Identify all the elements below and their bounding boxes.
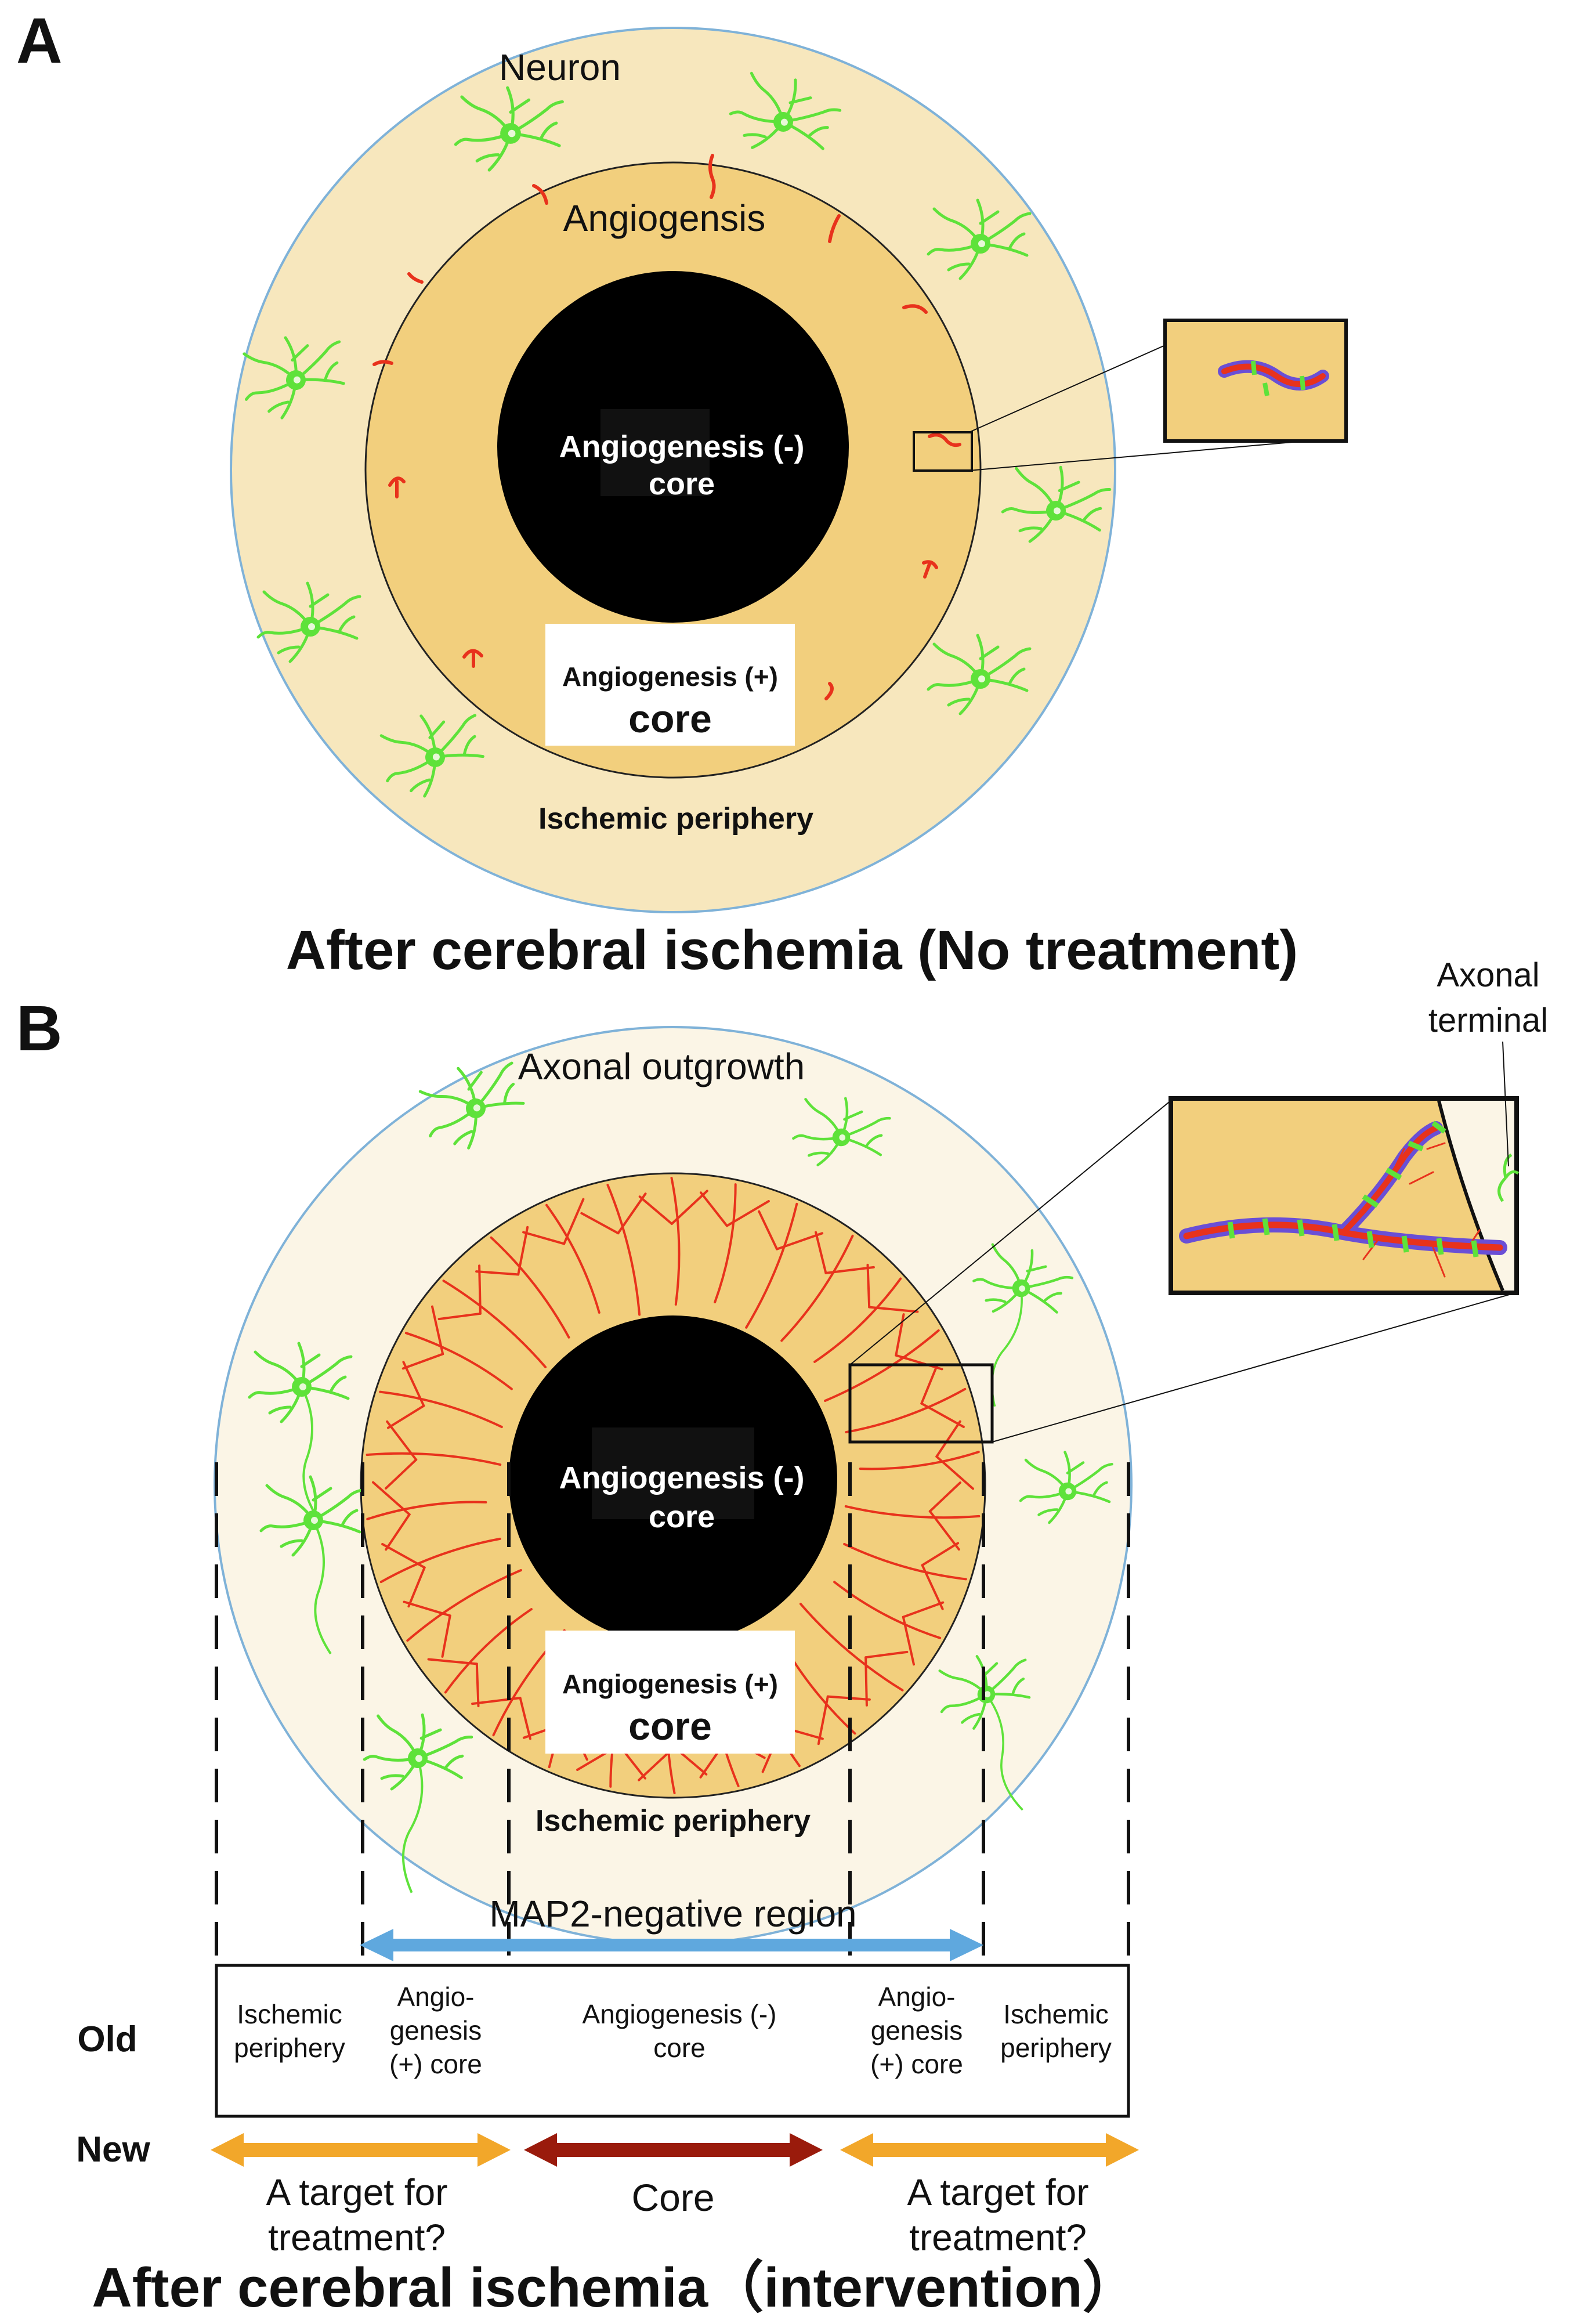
inset-branching-vessel <box>1179 1121 1507 1278</box>
inset-connector-bottom-a <box>968 440 1306 471</box>
inset-connector-bottom-b <box>992 1292 1516 1443</box>
old-table-cell-text: core <box>653 2033 705 2063</box>
neuron-icon <box>454 86 564 172</box>
inset-endfeet-b <box>1227 1121 1479 1257</box>
inset-source-box-b <box>848 1363 994 1444</box>
old-table-cell-text: Angio- <box>878 1982 956 2012</box>
neuron-icon <box>243 336 345 420</box>
new-left-label-1: A target for <box>266 2171 447 2213</box>
neuron-icon <box>927 634 1032 715</box>
neuron-icon <box>1019 1451 1113 1524</box>
axonal-outgrowth-label: Axonal outgrowth <box>518 1046 805 1087</box>
axonal-terminal-label-1: Axonal <box>1437 956 1539 994</box>
inset-source-box-a <box>913 431 973 472</box>
inset-connector-top-b <box>849 1099 1173 1365</box>
neuron-icon <box>256 581 361 663</box>
core-label-backdrop-b <box>592 1427 754 1519</box>
old-table-cell-text: Ischemic <box>1003 1999 1108 2029</box>
neuron-icon <box>729 71 842 150</box>
panel-a: A N <box>16 5 1348 981</box>
neuron-icon <box>927 198 1032 280</box>
dense-vessels <box>366 1177 981 1794</box>
axonal-terminal-pointer <box>1502 1041 1509 1167</box>
old-table-cell-text: genesis <box>390 2015 482 2045</box>
axonal-terminal-label-2: terminal <box>1428 1002 1548 1039</box>
new-right-label-1: A target for <box>907 2171 1088 2213</box>
inset-boundary <box>1437 1100 1504 1292</box>
neuron-label: Neuron <box>499 46 621 88</box>
neuron-icon <box>363 1713 473 1893</box>
plus-label-a-2: core <box>628 697 712 741</box>
map2-arrow <box>360 1929 983 1961</box>
panel-b: B <box>16 956 1548 2319</box>
old-table-cell-text: Angio- <box>397 1982 475 2012</box>
plus-label-box-b <box>545 1631 795 1754</box>
core-label-backdrop-a <box>600 409 710 496</box>
old-table-cell-text: (+) core <box>870 2049 963 2079</box>
old-table-cell-text: genesis <box>871 2015 963 2045</box>
caption-b: After cerebral ischemia（intervention） <box>92 2257 1138 2319</box>
plus-label-a-1: Angiogenesis (+) <box>562 662 778 692</box>
endfeet-a <box>1251 360 1305 396</box>
old-classification-table <box>215 1964 1130 2118</box>
neuron-icon <box>379 714 484 798</box>
inset-connector-top-a <box>968 345 1166 433</box>
vessel-a <box>1221 363 1326 387</box>
map2-label: MAP2-negative region <box>489 1893 856 1935</box>
neuron-icon <box>248 1342 353 1521</box>
neurons-a <box>243 71 1112 798</box>
plus-label-b-2: core <box>628 1704 712 1748</box>
neuron-icon <box>1001 465 1112 543</box>
old-table-cell-text: Angiogenesis (-) <box>583 1999 777 2029</box>
old-table-cell-text: (+) core <box>389 2049 482 2079</box>
neuron-icon <box>418 1061 525 1150</box>
inset-vessel-a <box>1163 319 1348 443</box>
axonal-terminal-icon <box>1497 1153 1520 1202</box>
row-label-old: Old <box>77 2019 137 2059</box>
new-arrow-left <box>211 2133 511 2167</box>
new-arrow-core <box>524 2133 823 2167</box>
new-arrow-right <box>840 2133 1139 2167</box>
new-center-label: Core <box>631 2176 714 2219</box>
new-right-label-2: treatment? <box>909 2217 1087 2258</box>
sparse-vessels <box>372 154 961 700</box>
old-table-cell-text: periphery <box>1000 2033 1112 2063</box>
old-table-cell-text: periphery <box>234 2033 345 2063</box>
panel-a-letter: A <box>16 5 62 77</box>
periphery-label-b: Ischemic periphery <box>536 1804 811 1838</box>
region-guides <box>215 1462 1130 1967</box>
periphery-label-a: Ischemic periphery <box>538 802 813 836</box>
angiogenesis-label-a: Angiogensis <box>563 197 766 239</box>
neuron-icon <box>259 1475 364 1655</box>
panel-b-letter: B <box>16 993 62 1064</box>
plus-label-b-1: Angiogenesis (+) <box>562 1669 778 1699</box>
core-label-a-1: Angiogenesis (-) <box>559 429 804 464</box>
new-left-label-2: treatment? <box>268 2217 446 2258</box>
core-label-b-1: Angiogenesis (-) <box>559 1461 804 1495</box>
row-label-new: New <box>76 2130 150 2170</box>
old-table-cells: Ischemic periphery Angio-genesis (+) core An… <box>234 1982 1112 2079</box>
plus-label-box-a <box>545 624 795 746</box>
neuron-icon <box>792 1097 891 1166</box>
core-label-a-2: core <box>649 467 715 501</box>
old-table-cell-text: Ischemic <box>237 1999 342 2029</box>
core-label-b-2: core <box>649 1499 715 1534</box>
caption-a: After cerebral ischemia (No treatment) <box>286 919 1298 981</box>
